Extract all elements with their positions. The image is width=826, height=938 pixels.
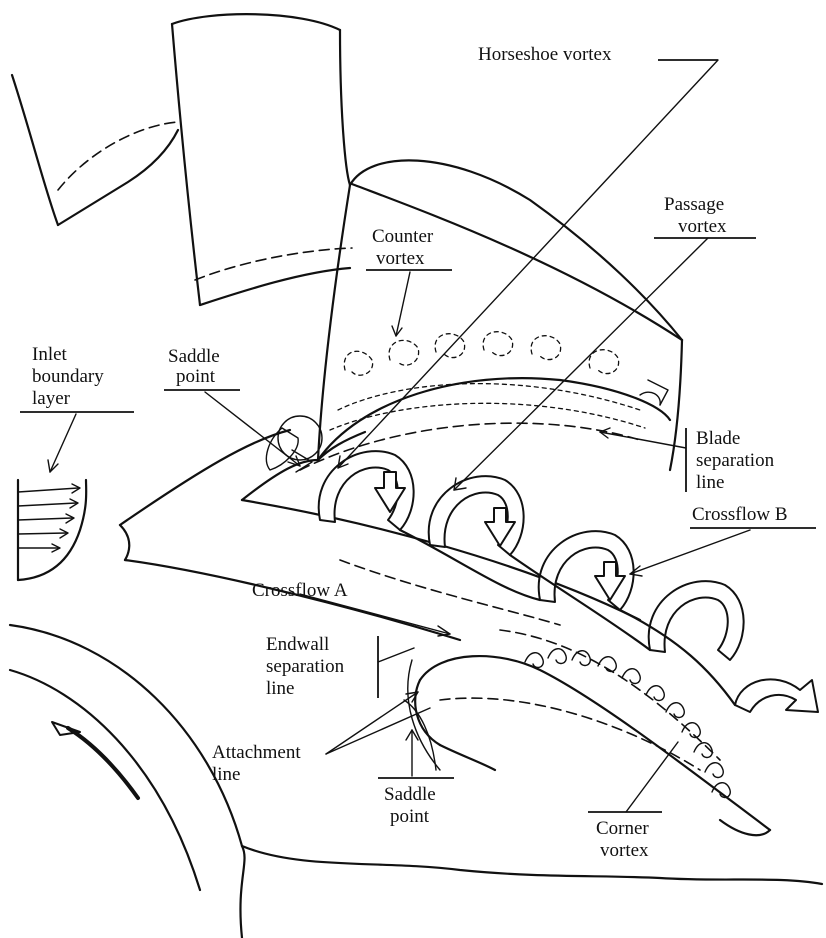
- counter-vortex-loops: [330, 332, 668, 430]
- label-corner-vortex-line1: Corner: [596, 818, 649, 840]
- label-inlet-boundary-line3: layer: [32, 388, 70, 410]
- label-saddle-point-bottom-line2: point: [390, 806, 429, 828]
- label-endwall-separation-line3: line: [266, 678, 295, 700]
- label-corner-vortex-line2: vortex: [600, 840, 649, 862]
- endwall-flow-lines: [120, 416, 640, 640]
- inlet-profile: [18, 480, 86, 580]
- label-counter-vortex-line2: vortex: [376, 248, 425, 270]
- label-blade-separation-line3: line: [696, 472, 725, 494]
- label-saddle-point-top-line1: Saddle: [168, 346, 220, 368]
- label-inlet-boundary-line1: Inlet: [32, 344, 67, 366]
- label-passage-vortex-line1: Passage: [664, 194, 724, 216]
- main-blade: [318, 160, 682, 470]
- label-inlet-boundary-line2: boundary: [32, 366, 104, 388]
- upstream-blade: [12, 14, 352, 305]
- lower-blade: [404, 630, 770, 835]
- label-crossflow-a: Crossflow A: [252, 580, 348, 602]
- label-blade-separation-line1: Blade: [696, 428, 740, 450]
- label-blade-separation-line2: separation: [696, 450, 774, 472]
- corner-vortex-coils: [525, 649, 730, 798]
- label-counter-vortex-line1: Counter: [372, 226, 433, 248]
- label-attachment-line2: line: [212, 764, 241, 786]
- label-crossflow-b: Crossflow B: [692, 504, 788, 526]
- hub-endwall: [10, 625, 822, 938]
- label-endwall-separation-line1: Endwall: [266, 634, 329, 656]
- label-passage-vortex-line2: vortex: [678, 216, 727, 238]
- label-endwall-separation-line2: separation: [266, 656, 344, 678]
- label-saddle-point-top-line2: point: [176, 366, 215, 388]
- label-saddle-point-bottom-line1: Saddle: [384, 784, 436, 806]
- label-attachment-line1: Attachment: [212, 742, 301, 764]
- label-horseshoe-vortex: Horseshoe vortex: [478, 44, 612, 66]
